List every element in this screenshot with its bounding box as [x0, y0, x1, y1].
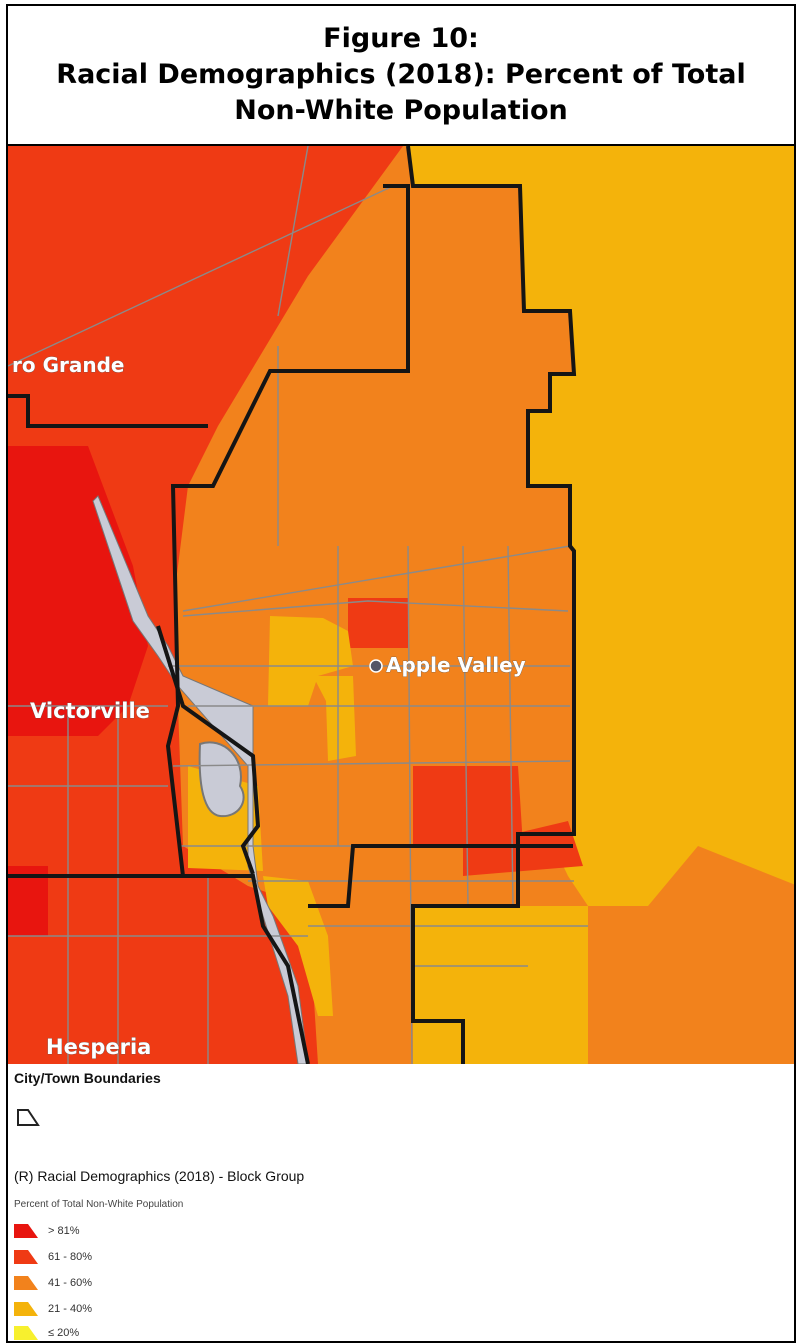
figure-title-line-2: Non-White Population [234, 95, 568, 126]
apple-valley-marker [369, 659, 383, 673]
label-hesperia: Hesperia [46, 1035, 151, 1059]
swatch-under-20 [14, 1326, 38, 1340]
legend-layer-boundaries-title: City/Town Boundaries [14, 1070, 161, 1086]
legend-class-label: 41 - 60% [48, 1277, 93, 1289]
figure-frame: Figure 10: Racial Demographics (2018): P… [6, 4, 796, 1343]
label-oro-grande: ro Grande [12, 353, 124, 377]
legend-class-under-20: ≤ 20% [14, 1322, 80, 1341]
figure-header: Figure 10: Racial Demographics (2018): P… [8, 6, 794, 146]
legend-class-label: > 81% [48, 1225, 80, 1237]
block-group-lines [8, 146, 588, 1064]
legend-class-21-40: 21 - 40% [14, 1298, 92, 1320]
tract-south-yellow [263, 876, 333, 1016]
figure-title-line-1: Racial Demographics (2018): Percent of T… [56, 59, 746, 90]
tract-av-2 [413, 766, 523, 846]
figure-number: Figure 10: [323, 23, 479, 54]
boundary-polygon-icon [17, 1109, 40, 1126]
legend-field-title: Percent of Total Non-White Population [14, 1199, 184, 1210]
tract-av-yellow-2 [313, 676, 356, 761]
map-legend: City/Town Boundaries (R) Racial Demograp… [8, 1064, 794, 1341]
legend-class-61-80: 61 - 80% [14, 1246, 92, 1268]
legend-class-label: 61 - 80% [48, 1251, 93, 1263]
legend-class-label: ≤ 20% [48, 1327, 80, 1339]
label-victorville: Victorville [30, 699, 150, 723]
region-over-81-a [8, 446, 148, 736]
legend-class-41-60: 41 - 60% [14, 1272, 92, 1294]
map-canvas: ro Grande Victorville Apple Valley Hespe… [8, 146, 794, 1064]
legend-class-label: 21 - 40% [48, 1303, 93, 1315]
label-apple-valley: Apple Valley [386, 653, 526, 677]
river [92, 495, 309, 1064]
tract-av-yellow-1 [268, 616, 353, 706]
legend-class-over-81: > 81% [14, 1220, 80, 1242]
tract-se-yellow [413, 906, 588, 1064]
region-over-81-b [8, 866, 48, 936]
tract-av-1 [348, 598, 408, 648]
swatch-41-60 [14, 1276, 38, 1290]
town-boundaries [8, 146, 577, 1064]
legend-layer-demographics-title: (R) Racial Demographics (2018) - Block G… [14, 1168, 305, 1184]
swatch-61-80 [14, 1250, 38, 1264]
lake [198, 741, 245, 818]
swatch-over-81 [14, 1224, 38, 1238]
swatch-21-40 [14, 1302, 38, 1316]
choropleth-map[interactable]: ro Grande Victorville Apple Valley Hespe… [8, 146, 794, 1064]
